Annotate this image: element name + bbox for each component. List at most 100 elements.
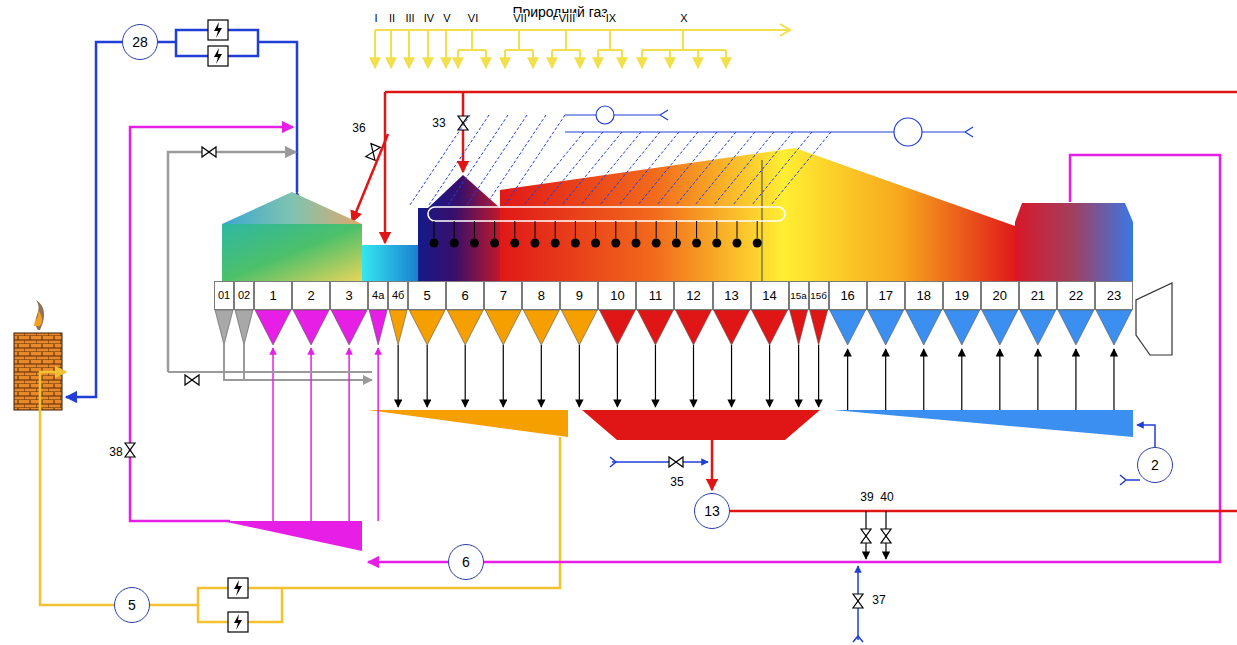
gas-line	[503, 345, 504, 407]
burner	[531, 239, 540, 248]
air-line	[581, 132, 641, 205]
valve-number: 36	[351, 122, 366, 134]
node-label: 15а	[790, 291, 806, 301]
node-label: 4б	[392, 290, 404, 301]
hopper	[944, 310, 980, 345]
node-label: 13	[724, 289, 738, 302]
roman-label: IV	[423, 13, 435, 24]
node-label: 4а	[372, 290, 384, 301]
roman-label: X	[679, 13, 688, 24]
gas-line	[617, 345, 618, 407]
hopper	[790, 310, 808, 345]
node-label: 5	[424, 289, 431, 302]
fan-circle: 13	[694, 493, 730, 529]
wind-box: 23	[1095, 281, 1133, 310]
hopper	[485, 310, 521, 345]
hopper	[637, 310, 673, 345]
node-label: 3	[346, 289, 353, 302]
hopper	[561, 310, 597, 345]
air-line	[657, 132, 717, 205]
air-line	[543, 132, 603, 205]
node-label: 15б	[810, 291, 827, 301]
gas-line	[731, 345, 732, 407]
bypass-line	[168, 371, 372, 373]
burner	[510, 239, 519, 248]
hopper	[331, 310, 367, 345]
node-label: 9	[576, 289, 583, 302]
hopper	[215, 310, 233, 345]
fan-circle: 6	[448, 544, 484, 580]
fan-circle: 2	[1137, 447, 1173, 483]
burner	[611, 239, 620, 248]
air-line	[676, 132, 736, 205]
burner	[632, 239, 641, 248]
air-line	[999, 349, 1000, 410]
hopper	[409, 310, 445, 345]
node-label: 1	[269, 289, 276, 302]
burner-pipe	[716, 221, 717, 238]
wind-box: 21	[1019, 281, 1057, 310]
wind-box: 13	[713, 281, 751, 310]
gas-line	[398, 345, 399, 407]
burner-pipe	[454, 221, 455, 238]
air-line	[429, 115, 489, 205]
hopper	[1020, 310, 1056, 345]
roman-label: III	[404, 13, 415, 24]
hopper	[447, 310, 483, 345]
wind-box: 2	[292, 281, 330, 310]
wind-box: 16	[829, 281, 867, 310]
roman-label: II	[388, 13, 396, 24]
node-label: 2	[1151, 458, 1159, 472]
hopper	[906, 310, 942, 345]
burner	[712, 239, 721, 248]
wind-box: 6	[446, 281, 484, 310]
hopper	[523, 310, 559, 345]
wind-box: 17	[867, 281, 905, 310]
hopper	[235, 310, 253, 345]
burner-pipe	[595, 221, 596, 238]
wind-box: 11	[636, 281, 674, 310]
bypass-line	[244, 345, 372, 380]
gas-line	[769, 345, 770, 407]
burner-pipe	[615, 221, 616, 238]
burner-pipe	[474, 221, 475, 238]
wind-box: 4б	[388, 281, 408, 310]
hopper	[369, 310, 387, 345]
wind-box: 14	[751, 281, 789, 310]
recirc-line	[272, 348, 274, 521]
wind-box: 12	[674, 281, 712, 310]
node-label: 21	[1031, 289, 1045, 302]
wind-box: 15б	[809, 281, 829, 310]
burner-pipe	[555, 221, 556, 238]
wind-box: 3	[330, 281, 368, 310]
node-label: 16	[840, 289, 854, 302]
wind-box: 8	[522, 281, 560, 310]
node-label: 18	[916, 289, 930, 302]
roman-label: VI	[467, 13, 479, 24]
wind-box: 10	[598, 281, 636, 310]
air-line	[885, 349, 886, 410]
roman-label: VII	[512, 13, 527, 24]
valve-number: 35	[669, 476, 684, 488]
roman-label: VIII	[558, 13, 577, 24]
air-line	[733, 132, 793, 205]
node-label: 14	[762, 289, 776, 302]
node-label: 5	[128, 598, 136, 612]
air-line	[524, 132, 584, 205]
roman-label: I	[373, 13, 378, 24]
hopper	[830, 310, 866, 345]
gas-line	[655, 345, 656, 407]
hopper	[1096, 310, 1132, 345]
burner-pipe	[575, 221, 576, 238]
wind-box: 18	[905, 281, 943, 310]
node-label: 2	[307, 289, 314, 302]
burner-pipe	[636, 221, 637, 238]
burner-pipe	[737, 221, 738, 238]
wind-box: 5	[408, 281, 446, 310]
hopper	[599, 310, 635, 345]
node-label: 6	[462, 289, 469, 302]
gas-line	[818, 345, 819, 407]
air-line	[1113, 349, 1114, 410]
air-line	[600, 132, 660, 205]
hopper	[389, 310, 407, 345]
